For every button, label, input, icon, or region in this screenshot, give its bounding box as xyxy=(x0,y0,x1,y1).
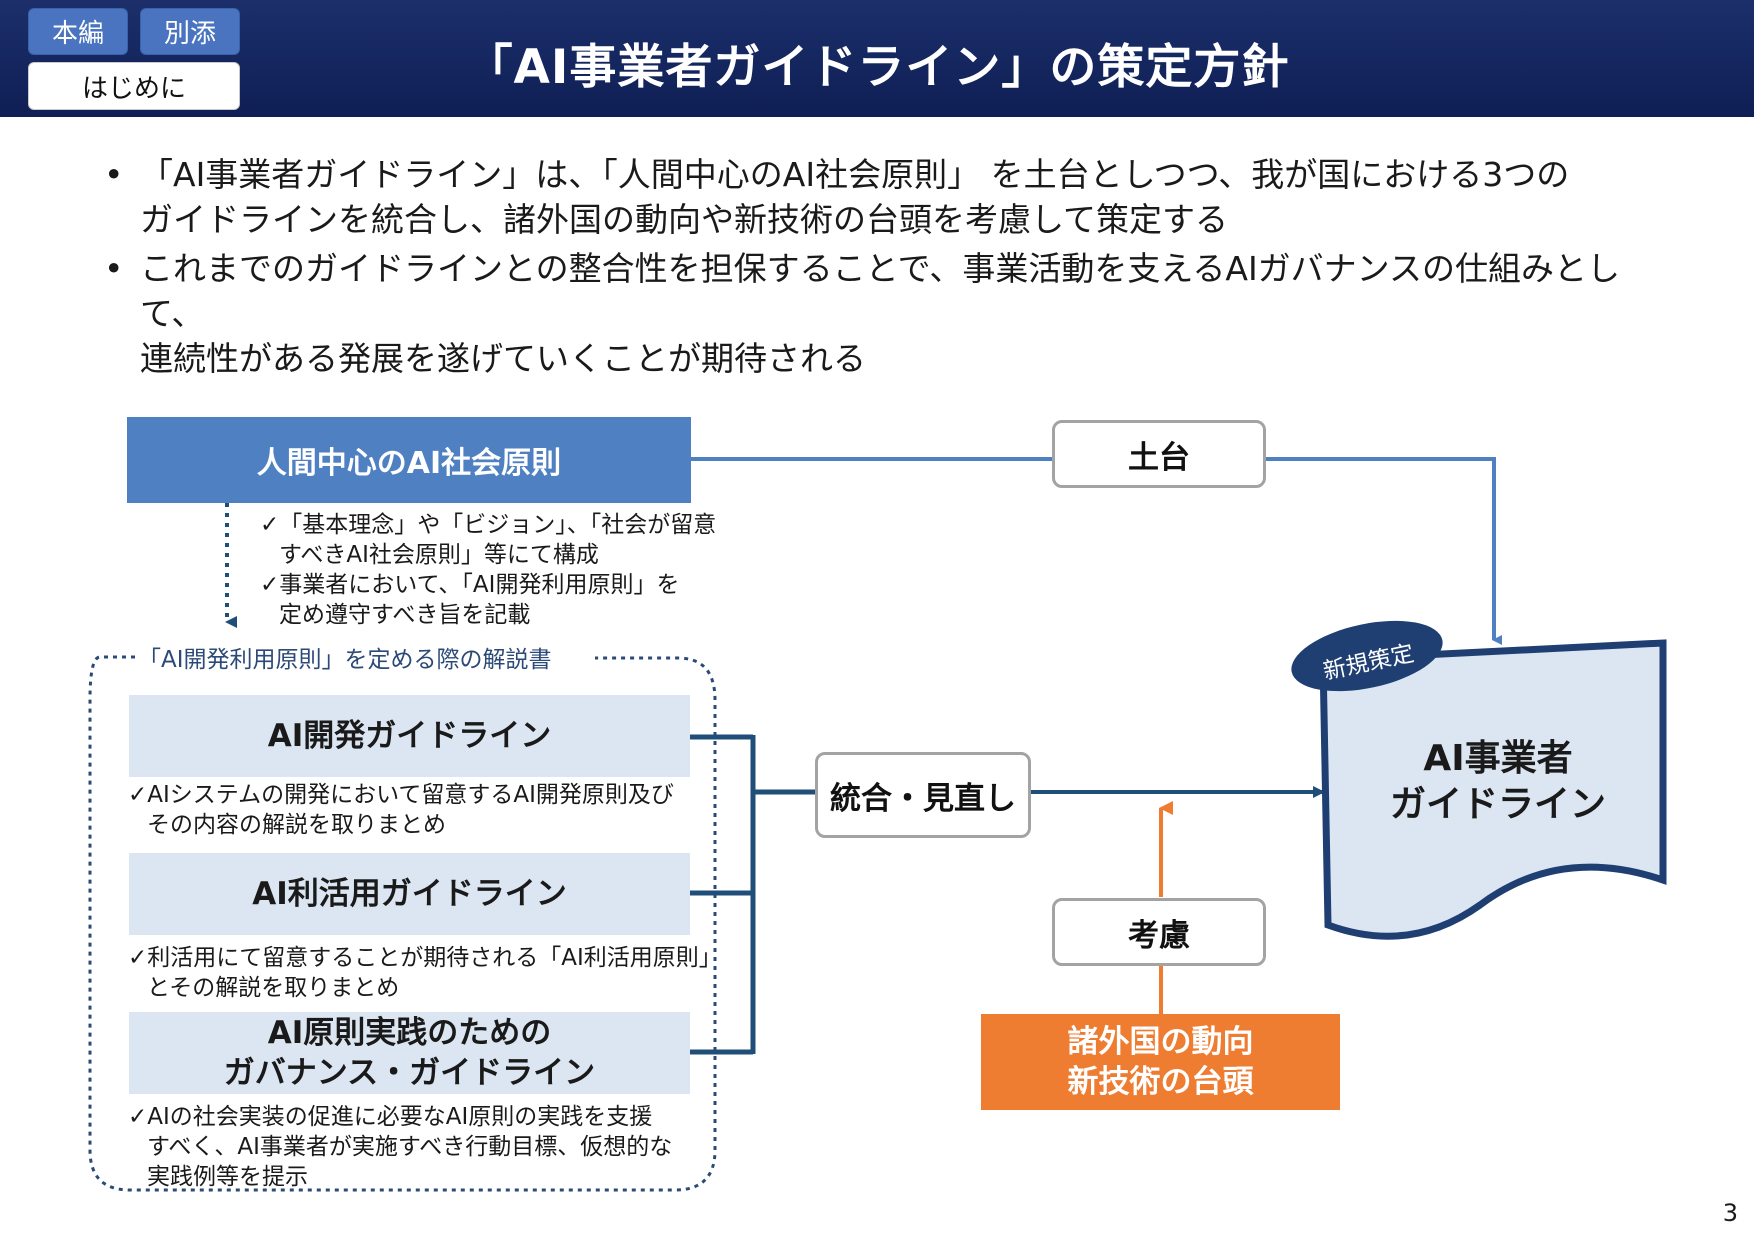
bullet-dot: • xyxy=(104,155,124,194)
bullet-line: 「AI事業者ガイドライン」は、「人間中心のAI社会原則」 を土台としつつ、我が国… xyxy=(140,155,1570,194)
bullet-item: • 「AI事業者ガイドライン」は、「人間中心のAI社会原則」 を土台としつつ、我… xyxy=(100,152,1660,242)
new-badge-shape xyxy=(1291,620,1443,692)
bullet-line: これまでのガイドラインとの整合性を担保することで、事業活動を支えるAIガバナンス… xyxy=(140,249,1621,333)
tab-attachment[interactable]: 別添 xyxy=(140,8,240,55)
bullet-dot: • xyxy=(104,249,124,288)
result-document-shape xyxy=(1319,639,1667,940)
principles-note: ✓「基本理念」や「ビジョン」、「社会が留意 すべきAI社会原則」等にて構成 ✓事… xyxy=(260,510,716,630)
ai-utilization-guideline-note: ✓利活用にて留意することが期待される「AI利活用原則」 とその解説を取りまとめ xyxy=(128,943,722,1003)
note-line: 定め遵守すべき旨を記載 xyxy=(279,602,531,628)
note-line: その内容の解説を取りまとめ xyxy=(147,812,446,838)
tab-main[interactable]: 本編 xyxy=(28,8,128,55)
guideline-group-label: 「AI開発利用原則」を定める際の解説書 xyxy=(138,647,552,673)
governance-title-line: ガバナンス・ガイドライン xyxy=(223,1055,596,1091)
consider-label: 考慮 xyxy=(1052,898,1266,966)
foundation-label: 土台 xyxy=(1052,420,1266,488)
note-line: ✓AIの社会実装の促進に必要なAI原則の実践を支援 xyxy=(128,1104,653,1130)
governance-guideline-note: ✓AIの社会実装の促進に必要なAI原則の実践を支援 すべく、AI事業者が実施すべ… xyxy=(128,1102,672,1192)
external-line: 新技術の台頭 xyxy=(1067,1064,1254,1100)
note-line: すべく、AI事業者が実施すべき行動目標、仮想的な xyxy=(147,1134,673,1160)
result-line: AI事業者 xyxy=(1423,738,1573,779)
external-trends-box: 諸外国の動向 新技術の台頭 xyxy=(981,1014,1340,1110)
note-line: 実践例等を提示 xyxy=(147,1164,308,1190)
external-line: 諸外国の動向 xyxy=(1067,1024,1254,1060)
note-line: とその解説を取りまとめ xyxy=(147,975,400,1001)
page-title: 「AI事業者ガイドライン」の策定方針 xyxy=(465,40,1290,95)
page-number: 3 xyxy=(1722,1199,1738,1227)
ai-development-guideline-note: ✓AIシステムの開発において留意するAI開発原則及び その内容の解説を取りまとめ xyxy=(128,780,674,840)
note-line: ✓AIシステムの開発において留意するAI開発原則及び xyxy=(128,782,674,808)
foundation-arrow xyxy=(1264,457,1502,645)
result-line: ガイドライン xyxy=(1389,784,1606,825)
header-bar: 本編 別添 はじめに 「AI事業者ガイドライン」の策定方針 xyxy=(0,0,1754,117)
note-line: ✓事業者において、「AI開発利用原則」を xyxy=(260,572,680,598)
ai-development-guideline-box: AI開発ガイドライン xyxy=(129,695,690,777)
note-line: ✓利活用にて留意することが期待される「AI利活用原則」 xyxy=(128,945,722,971)
bullet-line: ガイドラインを統合し、諸外国の動向や新技術の台頭を考慮して策定する xyxy=(140,200,1229,239)
bullet-line: 連続性がある発展を遂げていくことが期待される xyxy=(140,339,866,378)
governance-title-line: AI原則実践のための xyxy=(267,1015,552,1051)
result-document-label: AI事業者 ガイドライン xyxy=(1328,736,1668,828)
tab-intro[interactable]: はじめに xyxy=(28,62,240,110)
integrate-label: 統合・見直し xyxy=(815,752,1031,838)
principles-box: 人間中心のAI社会原則 xyxy=(127,417,691,503)
bullet-list: • 「AI事業者ガイドライン」は、「人間中心のAI社会原則」 を土台としつつ、我… xyxy=(100,152,1660,385)
note-line: ✓「基本理念」や「ビジョン」、「社会が留意 xyxy=(260,512,717,538)
ai-utilization-guideline-box: AI利活用ガイドライン xyxy=(129,853,690,935)
note-line: すべきAI社会原則」等にて構成 xyxy=(279,542,599,568)
governance-guideline-box: AI原則実践のための ガバナンス・ガイドライン xyxy=(129,1012,690,1094)
bullet-item: • これまでのガイドラインとの整合性を担保することで、事業活動を支えるAIガバナ… xyxy=(100,246,1660,381)
